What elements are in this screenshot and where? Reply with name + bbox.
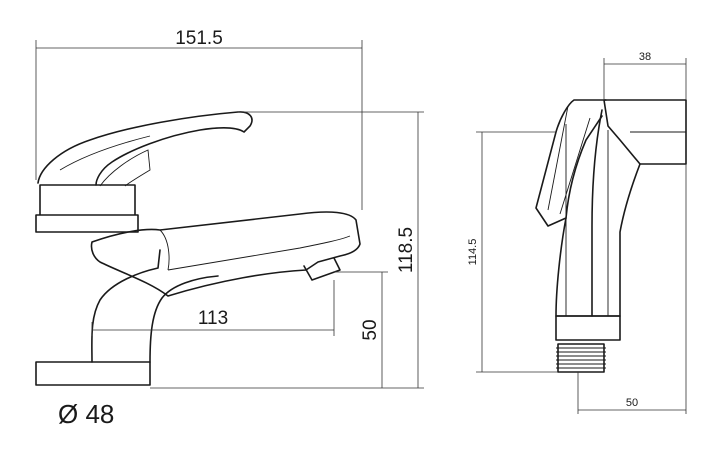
spray-trigger <box>535 99 607 227</box>
faucet-spout-detail <box>159 229 351 271</box>
faucet-aerator <box>303 257 341 281</box>
spray-collar <box>555 315 621 341</box>
dim-spout-clearance: 50 <box>360 319 381 340</box>
faucet-body <box>91 249 219 363</box>
dim-spray-base-width: 50 <box>626 397 638 409</box>
dim-head-depth: 38 <box>639 51 651 63</box>
faucet-cartridge <box>35 184 139 233</box>
dim-spout-reach: 113 <box>198 308 228 329</box>
dim-spray-height: 114.5 <box>467 239 479 266</box>
spray-drawing: 38 114.5 50 <box>467 51 687 414</box>
dim-base-diameter: Ø 48 <box>58 399 114 429</box>
faucet-lever <box>37 111 253 186</box>
dim-overall-height: 118.5 <box>396 227 417 273</box>
dim-overall-width: 151.5 <box>175 28 223 49</box>
spray-thread <box>557 343 605 373</box>
faucet-base <box>35 361 151 386</box>
faucet-lever-detail <box>59 135 151 187</box>
faucet-spout <box>90 211 361 297</box>
faucet-drawing: 151.5 118.5 113 50 Ø 48 <box>35 28 424 429</box>
spray-handle <box>591 109 641 317</box>
